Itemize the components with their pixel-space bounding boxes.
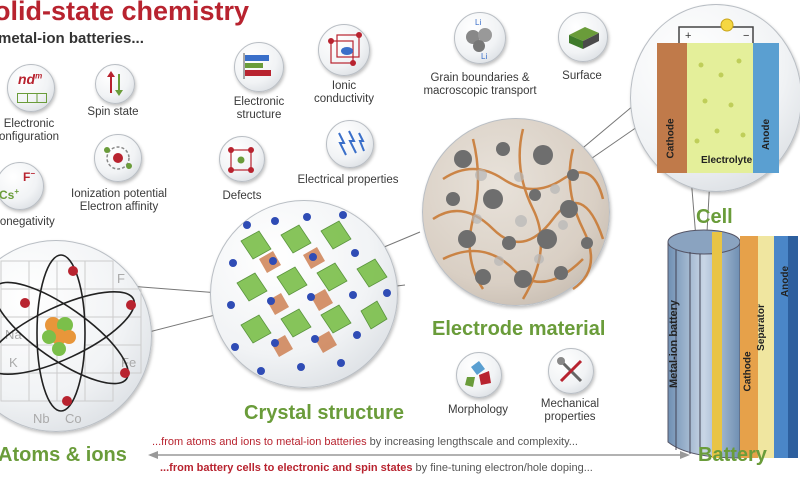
band-structure-icon — [243, 53, 271, 79]
ionic-conductivity-label: Ionic conductivity — [313, 80, 375, 105]
electronic-structure-bubble — [234, 42, 284, 92]
electronic-configuration-bubble: ndm — [7, 64, 55, 112]
page-title: olid-state chemistry — [0, 0, 250, 26]
periodic-atom-icon: F Na K Nb Co Fe — [0, 254, 142, 426]
svg-text:Nb: Nb — [33, 411, 50, 426]
grain-icon: Li Li — [466, 18, 492, 61]
svg-text:Fe: Fe — [121, 355, 136, 370]
surface-label: Surface — [562, 70, 602, 82]
crystal-lattice-icon — [227, 211, 391, 375]
cesium-icon: Cs+ — [0, 187, 20, 202]
fluoride-icon: F− — [23, 169, 36, 184]
ndm-icon: ndm — [18, 71, 43, 87]
cell-electrolyte-label: Electrolyte — [701, 155, 753, 166]
scale-battery-label: Battery — [698, 444, 767, 466]
svg-text:Li: Li — [475, 18, 481, 27]
electronic-structure-label: Electronic structure — [233, 96, 285, 121]
electrode-bubble — [422, 118, 610, 306]
atom-bubble: F Na K Nb Co Fe — [0, 240, 152, 432]
defect-lattice-icon — [228, 147, 254, 173]
surface-slab-icon — [569, 27, 599, 49]
morphology-label: Morphology — [447, 404, 509, 416]
crystal-bubble — [210, 200, 398, 388]
electrode-particles-icon — [432, 128, 605, 300]
cell-bubble: + − Cathode Electrolyte Anode — [630, 4, 800, 192]
mechanical-properties-bubble — [548, 348, 594, 394]
mechanical-properties-label: Mechanical properties — [540, 398, 600, 423]
svg-text:K: K — [9, 355, 18, 370]
ionization-label: Ionization potential Electron affinity — [71, 188, 167, 213]
ionization-bubble — [94, 134, 142, 182]
crystal-shapes-icon — [465, 361, 491, 387]
defects-label: Defects — [222, 190, 262, 202]
grain-boundaries-bubble: Li Li — [454, 12, 506, 64]
ionization-icon — [104, 146, 132, 170]
ionic-conductivity-bubble — [318, 24, 370, 76]
spin-state-label: Spin state — [87, 106, 139, 118]
footer-line-1: ...from atoms and ions to metal-ion batt… — [152, 436, 578, 448]
orbital-boxes-icon — [17, 93, 47, 103]
electrical-properties-label: Electrical properties — [297, 174, 399, 186]
grain-boundaries-label: Grain boundaries & macroscopic transport — [423, 72, 537, 97]
spin-state-bubble — [95, 64, 135, 104]
morphology-bubble — [456, 352, 502, 398]
lightning-icon — [338, 130, 365, 156]
surface-bubble — [558, 12, 608, 62]
svg-text:F: F — [117, 271, 125, 286]
scale-cell-label: Cell — [696, 206, 733, 228]
svg-text:−: − — [743, 30, 749, 42]
electronegativity-label: ronegativity — [0, 216, 55, 228]
page-subtitle: metal-ion batteries... — [0, 30, 144, 47]
defects-bubble — [219, 136, 265, 182]
electronic-configuration-label: Electronic onfiguration — [0, 118, 60, 143]
cell-diagram-icon: + − — [657, 18, 779, 173]
svg-text:Co: Co — [65, 411, 82, 426]
electronegativity-bubble: F− Cs+ — [0, 162, 44, 210]
scale-electrode-label: Electrode material — [432, 318, 606, 340]
svg-text:+: + — [685, 30, 691, 42]
tools-icon — [557, 357, 583, 383]
electrical-properties-bubble — [326, 120, 374, 168]
scale-atoms-label: Atoms & ions — [0, 444, 127, 466]
spin-arrows-icon — [107, 71, 123, 96]
lattice-cube-icon — [328, 32, 362, 66]
scale-crystal-label: Crystal structure — [244, 402, 405, 424]
svg-text:Li: Li — [481, 52, 487, 61]
footer-line-2: ...from battery cells to electronic and … — [160, 462, 593, 474]
